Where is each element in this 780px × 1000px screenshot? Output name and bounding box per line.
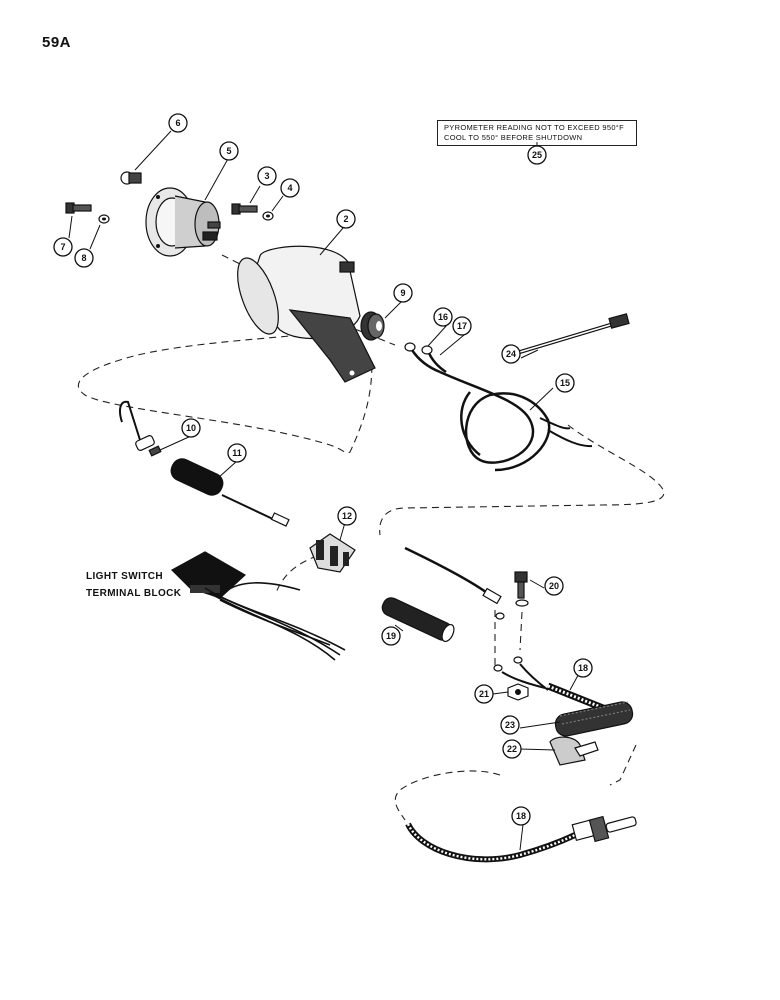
svg-text:8: 8 — [81, 253, 86, 263]
svg-text:2: 2 — [343, 214, 348, 224]
svg-text:21: 21 — [479, 689, 489, 699]
note-line-1: PYROMETER READING NOT TO EXCEED 950°F — [444, 123, 624, 132]
svg-text:22: 22 — [507, 744, 517, 754]
callout-11: 11 — [227, 443, 247, 463]
svg-text:18: 18 — [516, 811, 526, 821]
svg-text:4: 4 — [287, 183, 292, 193]
callout-16: 16 — [433, 307, 453, 327]
lead-wire-with-terminal — [404, 546, 529, 620]
washer-lower — [98, 214, 110, 224]
callout-3: 3 — [257, 166, 277, 186]
gauge-light-bulb — [120, 171, 142, 185]
leader-lines — [68, 130, 583, 851]
svg-text:16: 16 — [438, 312, 448, 322]
dashed-wire-path-gauge-to-probe — [77, 334, 373, 454]
callout-4: 4 — [280, 178, 300, 198]
page-number: 59A — [42, 34, 72, 51]
callout-18-lower: 18 — [511, 806, 531, 826]
callout-10: 10 — [181, 418, 201, 438]
svg-text:9: 9 — [400, 288, 405, 298]
wire-connector — [309, 533, 356, 573]
callout-22: 22 — [502, 739, 522, 759]
terminal-block-label-line-2: TERMINAL BLOCK — [86, 588, 182, 599]
callout-23: 23 — [500, 715, 520, 735]
washer-upper — [262, 211, 274, 221]
cable-clamp — [549, 736, 599, 766]
dashed-line-stud — [519, 611, 523, 651]
thermocouple-lead-upper — [493, 656, 610, 714]
mounting-screw-lower — [65, 202, 92, 214]
note-line-2: COOL TO 550° BEFORE SHUTDOWN — [444, 133, 583, 142]
svg-text:19: 19 — [386, 631, 396, 641]
callout-20: 20 — [544, 576, 564, 596]
insulated-sleeve — [170, 458, 290, 527]
callout-8: 8 — [74, 248, 94, 268]
thermocouple-probe — [405, 815, 637, 863]
svg-text:18: 18 — [578, 663, 588, 673]
cable-tie — [509, 313, 630, 357]
callout-12: 12 — [337, 506, 357, 526]
callout-7: 7 — [53, 237, 73, 257]
hex-nut — [507, 683, 529, 701]
svg-text:11: 11 — [232, 448, 242, 458]
svg-text:24: 24 — [506, 349, 516, 359]
terminal-block-label-line-1: LIGHT SWITCH — [86, 571, 164, 582]
svg-text:17: 17 — [457, 321, 467, 331]
svg-text:3: 3 — [264, 171, 269, 181]
light-switch-terminal-block-label: LIGHT SWITCH TERMINAL BLOCK — [86, 568, 181, 602]
svg-text:7: 7 — [60, 242, 65, 252]
callout-19: 19 — [381, 626, 401, 646]
mounting-screw-upper — [231, 203, 258, 215]
light-switch-terminal-block — [171, 551, 346, 661]
probe-wire-end — [119, 400, 162, 457]
wiring-harness-coil — [404, 342, 593, 472]
dashed-wire-path-connector — [274, 547, 341, 596]
callout-9: 9 — [393, 283, 413, 303]
svg-text:6: 6 — [175, 118, 180, 128]
svg-text:5: 5 — [226, 146, 231, 156]
svg-text:12: 12 — [342, 511, 352, 521]
svg-text:25: 25 — [532, 150, 542, 160]
callout-2: 2 — [336, 209, 356, 229]
svg-text:15: 15 — [560, 378, 570, 388]
heat-shield-sleeve — [554, 701, 634, 737]
protective-sleeve — [381, 597, 455, 643]
callout-5: 5 — [219, 141, 239, 161]
pyrometer-gauge — [145, 187, 221, 257]
callout-25: 25 — [527, 145, 547, 165]
dashed-wire-path-harness — [379, 424, 665, 536]
callout-6: 6 — [168, 113, 188, 133]
dashed-wire-path-right — [609, 744, 637, 786]
dashed-wire-path-lower — [394, 770, 501, 821]
svg-text:20: 20 — [549, 581, 559, 591]
gauge-mounting-bracket — [237, 245, 376, 383]
callout-18-upper: 18 — [573, 658, 593, 678]
svg-text:23: 23 — [505, 720, 515, 730]
callout-17: 17 — [452, 316, 472, 336]
rubber-grommet — [360, 311, 385, 341]
callout-24: 24 — [501, 344, 521, 364]
callout-15: 15 — [555, 373, 575, 393]
callout-21: 21 — [474, 684, 494, 704]
svg-text:10: 10 — [186, 423, 196, 433]
